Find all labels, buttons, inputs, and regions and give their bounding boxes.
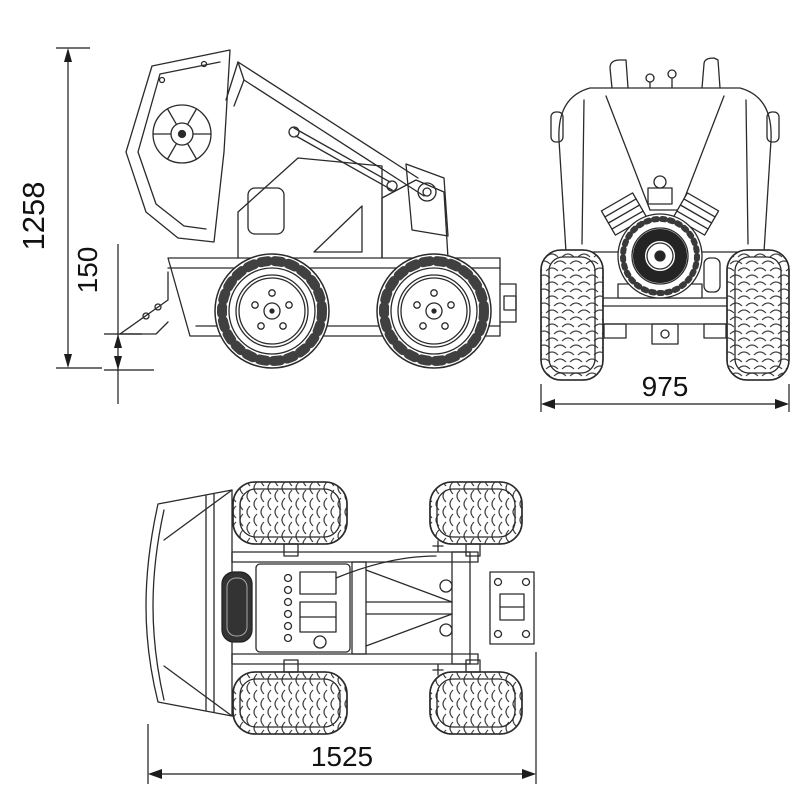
width-dimension: 975 bbox=[540, 371, 790, 412]
length-dimension-label: 1525 bbox=[311, 741, 373, 772]
top-view bbox=[145, 481, 535, 735]
side-view-body bbox=[237, 157, 449, 259]
rear-view-frame bbox=[599, 297, 731, 345]
engine-fins bbox=[620, 216, 700, 296]
arrow-up-icon bbox=[114, 334, 122, 348]
clearance-dimension-label: 150 bbox=[72, 247, 103, 294]
width-dimension-label: 975 bbox=[642, 371, 689, 402]
length-dimension: 1525 bbox=[147, 652, 537, 784]
top-view-front-left-tire bbox=[232, 481, 348, 545]
top-view-bucket bbox=[145, 489, 233, 717]
height-dimension-label: 1258 bbox=[16, 182, 51, 251]
rear-hitch bbox=[499, 283, 517, 323]
rear-view-right-tire bbox=[726, 249, 790, 381]
side-view-loader-arm bbox=[225, 61, 425, 197]
arrow-right-icon bbox=[522, 769, 536, 779]
side-view-front-wheel bbox=[214, 253, 330, 369]
arrow-down-icon bbox=[64, 354, 72, 368]
top-view-rear-hitch bbox=[439, 571, 535, 645]
arrow-up-icon bbox=[64, 48, 72, 62]
lift-cylinder bbox=[293, 127, 391, 183]
plus-marker bbox=[432, 664, 444, 676]
handle bbox=[609, 59, 629, 89]
cab-window bbox=[247, 187, 285, 235]
side-view bbox=[119, 49, 517, 369]
rear-view-left-tire bbox=[540, 249, 604, 381]
height-dimension: 1258 bbox=[16, 47, 102, 369]
arrow-down-icon bbox=[114, 356, 122, 370]
top-view-rear-left-tire bbox=[429, 481, 523, 545]
air-cleaner bbox=[633, 229, 687, 283]
rear-view bbox=[540, 57, 790, 381]
arrow-left-icon bbox=[541, 399, 555, 409]
top-view-rear-right-tire bbox=[429, 671, 523, 735]
top-view-frame bbox=[231, 540, 481, 676]
clearance-dimension: 150 bbox=[72, 244, 154, 404]
top-view-engine bbox=[221, 555, 437, 653]
side-view-rear-wheel bbox=[376, 253, 492, 369]
plus-marker bbox=[432, 540, 444, 552]
side-view-bucket bbox=[125, 49, 231, 243]
front-skid bbox=[119, 271, 169, 335]
arrow-right-icon bbox=[775, 399, 789, 409]
top-view-front-right-tire bbox=[232, 671, 348, 735]
loader-tower bbox=[405, 163, 449, 237]
handle bbox=[701, 57, 721, 89]
rear-view-engine bbox=[600, 175, 721, 299]
hydraulic-hose bbox=[335, 555, 437, 579]
arrow-left-icon bbox=[148, 769, 162, 779]
